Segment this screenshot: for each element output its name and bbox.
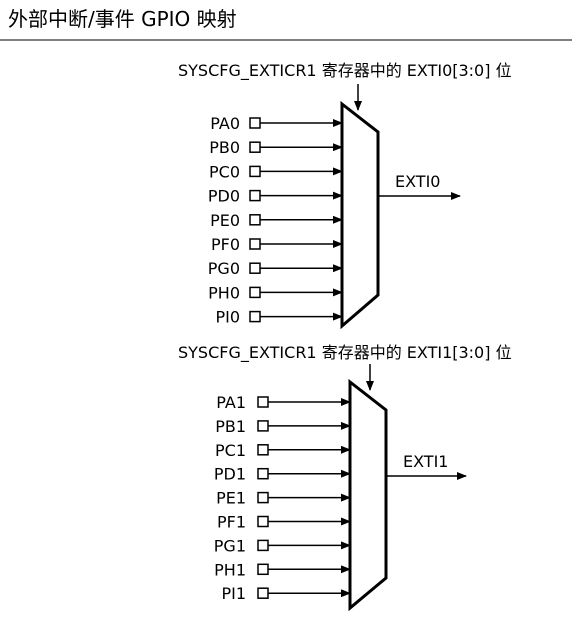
- multiplexer-trapezoid: [348, 378, 388, 612]
- pin-label: PB1: [215, 417, 246, 436]
- mux-exti1: SYSCFG_EXTICR1 寄存器中的 EXTI1[3:0] 位 EXTI1 …: [178, 343, 512, 612]
- pin-box: [257, 444, 269, 456]
- input-pin-pf1: PF1: [217, 513, 351, 532]
- input-pin-pi1: PI1: [221, 584, 351, 603]
- input-pin-pc0: PC0: [209, 162, 343, 181]
- mux-register-label: SYSCFG_EXTICR1 寄存器中的 EXTI0[3:0] 位: [178, 61, 512, 81]
- pin-box: [249, 238, 261, 250]
- pin-box: [257, 491, 269, 504]
- pin-box: [249, 189, 261, 202]
- input-pin-pb0: PB0: [209, 138, 343, 157]
- pin-box: [257, 396, 269, 408]
- mux-output-label: EXTI1: [403, 452, 448, 471]
- input-pin-pg0: PG0: [208, 259, 343, 278]
- pin-label: PG0: [208, 259, 240, 278]
- mux-exti0: SYSCFG_EXTICR1 寄存器中的 EXTI0[3:0] 位 EXTI0 …: [178, 61, 512, 330]
- pin-box: [257, 420, 269, 432]
- pin-label: PF0: [211, 235, 240, 254]
- pin-label: PA0: [210, 114, 240, 133]
- pin-label: PA1: [216, 393, 246, 412]
- pin-label: PH1: [214, 560, 246, 579]
- input-pin-pg1: PG1: [214, 536, 351, 555]
- pin-box: [249, 165, 261, 178]
- multiplexer-trapezoid: [340, 100, 380, 330]
- mux-register-label: SYSCFG_EXTICR1 寄存器中的 EXTI1[3:0] 位: [178, 343, 512, 363]
- pin-box: [249, 117, 261, 129]
- mux-output-label: EXTI0: [395, 172, 440, 191]
- pin-label: PE1: [216, 489, 246, 508]
- input-pin-pf0: PF0: [211, 235, 343, 254]
- input-pin-pa0: PA0: [210, 114, 343, 133]
- pin-box: [249, 262, 261, 274]
- pin-box: [249, 214, 261, 226]
- input-pin-pi0: PI0: [215, 308, 343, 327]
- input-pin-pa1: PA1: [216, 393, 351, 412]
- pin-box: [257, 515, 269, 528]
- pin-label: PI1: [221, 584, 246, 603]
- input-pin-pe0: PE0: [210, 211, 343, 230]
- pin-label: PE0: [210, 211, 240, 230]
- pin-box: [249, 286, 261, 299]
- page-title: 外部中断/事件 GPIO 映射: [8, 7, 237, 31]
- input-pin-ph1: PH1: [214, 560, 351, 579]
- input-pin-ph0: PH0: [208, 283, 343, 302]
- input-pin-pb1: PB1: [215, 417, 351, 436]
- pin-box: [257, 467, 269, 480]
- pin-label: PI0: [215, 308, 240, 327]
- pin-label: PD1: [214, 465, 246, 484]
- pin-box: [249, 310, 261, 323]
- pin-label: PC0: [209, 162, 240, 181]
- pin-label: PF1: [217, 513, 246, 532]
- input-pin-pc1: PC1: [215, 441, 351, 460]
- input-pin-pd0: PD0: [208, 187, 343, 206]
- input-pin-pe1: PE1: [216, 489, 351, 508]
- pin-label: PC1: [215, 441, 246, 460]
- pin-box: [257, 539, 269, 552]
- pin-box: [257, 563, 269, 576]
- pin-label: PG1: [214, 536, 246, 555]
- pin-box: [257, 587, 269, 599]
- pin-label: PD0: [208, 187, 240, 206]
- input-pin-pd1: PD1: [214, 465, 351, 484]
- pin-label: PB0: [209, 138, 240, 157]
- pin-box: [249, 141, 261, 153]
- pin-label: PH0: [208, 283, 240, 302]
